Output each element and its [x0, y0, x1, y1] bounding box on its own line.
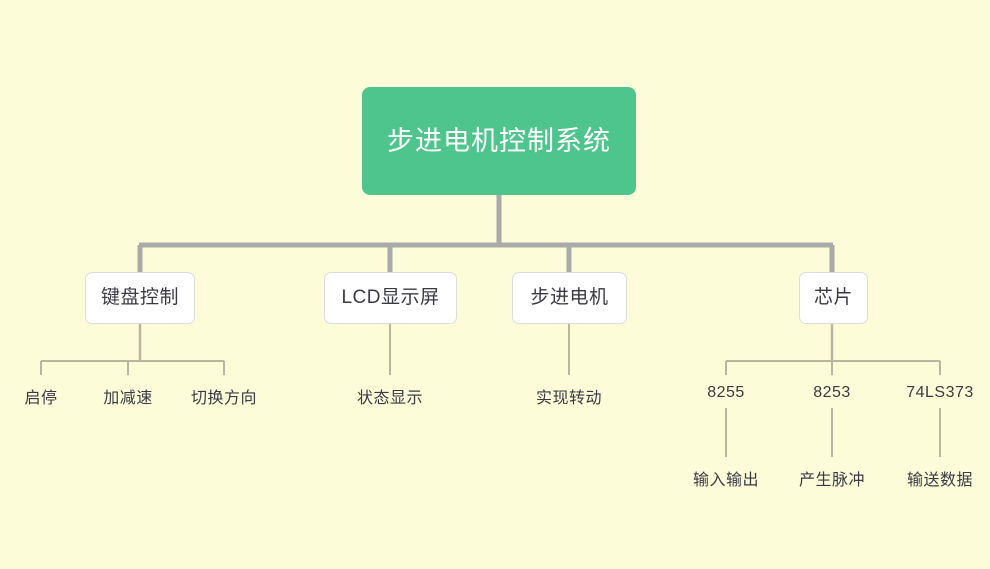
node-keyboard-control[interactable]: 键盘控制	[85, 272, 195, 324]
node-keyboard-control-label: 键盘控制	[100, 286, 179, 308]
node-root-label: 步进电机控制系统	[387, 125, 611, 156]
node-root[interactable]: 步进电机控制系统	[362, 87, 636, 195]
leaf-rotation[interactable]: 实现转动	[535, 390, 603, 407]
node-chip[interactable]: 芯片	[799, 272, 868, 324]
leaf-chip-74ls373[interactable]: 74LS373	[906, 384, 974, 401]
leaf-input-output[interactable]: 输入输出	[692, 472, 760, 489]
leaf-transmit-data[interactable]: 输送数据	[906, 472, 974, 489]
leaf-chip-8253[interactable]: 8253	[813, 384, 851, 401]
leaf-switch-direction[interactable]: 切换方向	[190, 390, 258, 407]
node-stepper-motor[interactable]: 步进电机	[512, 272, 627, 324]
node-lcd-display[interactable]: LCD显示屏	[324, 272, 457, 324]
leaf-generate-pulse[interactable]: 产生脉冲	[798, 472, 866, 489]
node-stepper-motor-label: 步进电机	[530, 286, 609, 308]
leaf-status-display[interactable]: 状态显示	[356, 390, 424, 407]
leaf-start-stop[interactable]: 启停	[24, 390, 58, 407]
node-lcd-display-label: LCD显示屏	[341, 286, 440, 308]
node-chip-label: 芯片	[813, 286, 853, 308]
leaf-accel-decel[interactable]: 加减速	[103, 390, 153, 407]
leaf-chip-8255[interactable]: 8255	[707, 384, 745, 401]
